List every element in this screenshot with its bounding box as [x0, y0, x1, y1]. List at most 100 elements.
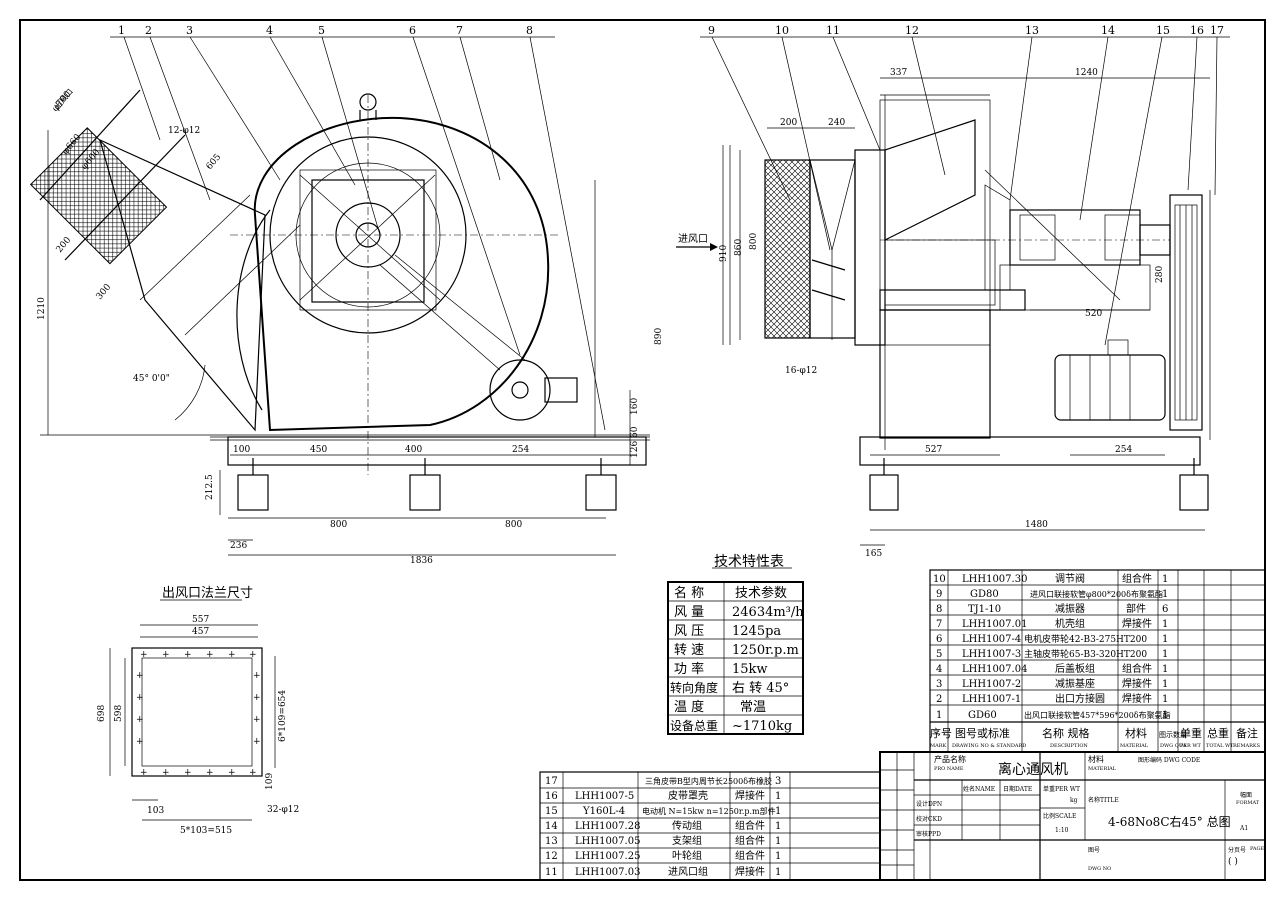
parts-header: 序号 MARK 图号或标准 DRAWING NO & STANDARD 名称 规…	[930, 726, 1261, 749]
part-row-name: 后盖板组	[1055, 662, 1095, 675]
svg-text:+: +	[228, 650, 236, 660]
part-row-code: LHH1007-2	[962, 679, 1021, 690]
date-col: 日期DATE	[1003, 785, 1032, 793]
part-row-name: 三角皮带B型内周节长2500δ布橡胶	[645, 776, 772, 786]
material-label-en: MATERIAL	[1088, 766, 1117, 772]
callout-5: 5	[318, 24, 325, 37]
part-row-code: LHH1007-5	[575, 791, 634, 802]
dim-337: 337	[890, 68, 907, 78]
part-row-material: 部件	[1126, 602, 1146, 615]
header-code-en: DRAWING NO & STANDARD	[952, 743, 1026, 749]
header-name: 名称 规格	[1042, 726, 1090, 740]
flange-109: 109	[265, 773, 275, 790]
callout-2: 2	[145, 24, 152, 37]
part-row-code: LHH1007-1	[962, 694, 1021, 705]
parts-upper-rows: 10 LHH1007.30 调节阀 组合件 1 9 GD80 进风口联接软管φ8…	[933, 572, 1171, 721]
callout-1: 1	[118, 24, 125, 37]
dim-280: 280	[1155, 266, 1165, 283]
side-view-dims: φ700 φ660 φ600 12-φ12 200 300 605 1210 4…	[37, 86, 664, 566]
isolator-2	[409, 474, 441, 511]
part-row-name: 电动机 N=15kw n=1250r.p.m部件	[642, 806, 776, 816]
part-row-material: 组合件	[735, 819, 765, 832]
part-row-code: LHH1007.03	[575, 867, 640, 878]
dim-860: 860	[734, 239, 744, 256]
svg-text:+: +	[253, 737, 261, 747]
part-row-material: 焊接件	[1122, 617, 1152, 630]
svg-text:+: +	[206, 650, 214, 660]
tech-row-value: ~1710kg	[732, 719, 792, 734]
svg-text:+: +	[162, 650, 170, 660]
part-row-name: 皮带罩壳	[668, 789, 708, 802]
part-row-name: 出口方接圆	[1055, 692, 1105, 705]
header-total-wt: 总重	[1207, 726, 1229, 740]
part-row-qty: 1	[775, 867, 781, 878]
tech-row-value: 1250r.p.m	[732, 643, 799, 658]
header-qty-en: DWG QUA	[1160, 743, 1187, 749]
callout-leaders	[110, 36, 1230, 431]
header-no: 序号	[930, 726, 952, 740]
dim-527: 527	[925, 445, 942, 455]
approve-label: 审核PPD	[916, 830, 941, 838]
part-row-code: GD60	[968, 710, 997, 721]
part-row-no: 15	[545, 806, 558, 817]
dwg-code-label: 图形编码 DWG CODE	[1138, 756, 1200, 764]
part-row-name: 机壳组	[1055, 617, 1085, 630]
part-row-code: LHH1007-4	[962, 634, 1021, 645]
dim-236: 236	[230, 541, 247, 551]
dim-800b: 800	[505, 520, 522, 530]
dwgno-label-en: DWG NO	[1088, 866, 1111, 872]
dim-520: 520	[1085, 309, 1102, 319]
part-row-material: 焊接件	[1122, 692, 1152, 705]
header-unit-wt: 单重	[1180, 726, 1202, 740]
part-row-name: 调节阀	[1055, 572, 1085, 585]
dim-400: 400	[405, 445, 422, 455]
page-value: ( )	[1228, 856, 1238, 867]
header-material: 材料	[1125, 726, 1147, 740]
dim-1836: 1836	[410, 556, 433, 566]
inlet-label: 进风口	[678, 233, 708, 245]
dim-holes-front: 16-φ12	[785, 366, 817, 376]
part-row-material: 焊接件	[735, 789, 765, 802]
part-row-no: 16	[545, 791, 558, 802]
drawing-title: 4-68No8C右45° 总图	[1108, 814, 1231, 829]
tech-row-value: 1245pa	[732, 624, 781, 639]
tech-row-name: 转 速	[674, 643, 704, 658]
dim-800a: 800	[330, 520, 347, 530]
dim-1240: 1240	[1075, 68, 1098, 78]
tech-row-name: 功 率	[674, 661, 704, 677]
weight-label: 单重PER WT	[1043, 785, 1080, 793]
isolator-1	[237, 474, 269, 511]
scroll-housing	[253, 116, 550, 432]
part-row-name: 出风口联接软管457*596*200δ布聚氨酯	[1024, 710, 1171, 720]
design-label: 设计DPN	[916, 800, 942, 808]
part-row-material: 组合件	[1122, 662, 1152, 675]
parts-lower-rows: 17 三角皮带B型内周节长2500δ布橡胶 3 16 LHH1007-5 皮带罩…	[545, 776, 781, 878]
flange-outer	[131, 647, 263, 777]
dim-200-front: 200	[780, 118, 797, 128]
header-name-en: DESCRIPTION	[1050, 743, 1088, 749]
flange-holes: ++++++ ++++++ ++++ ++++	[136, 650, 261, 778]
part-row-no: 1	[936, 710, 942, 721]
part-row-name: 主轴皮带轮65-B3-320HT200	[1024, 648, 1147, 660]
svg-text:+: +	[253, 715, 261, 725]
header-code: 图号或标准	[955, 726, 1010, 740]
tech-header-value: 技术参数	[735, 585, 787, 601]
dim-165: 165	[865, 549, 882, 559]
inlet-mesh-flexible	[764, 159, 811, 339]
callout-6: 6	[409, 24, 416, 37]
part-row-code: LHH1007.30	[962, 574, 1027, 585]
callout-14: 14	[1101, 24, 1115, 37]
check-label: 校对CKD	[916, 815, 942, 823]
format-label: 幅面	[1240, 791, 1252, 799]
part-row-qty: 1	[1162, 619, 1168, 630]
part-row-no: 17	[545, 776, 558, 787]
dim-1480: 1480	[1025, 520, 1048, 530]
part-row-code: LHH1007.04	[962, 664, 1027, 675]
flange-holes-label: 32-φ12	[267, 805, 299, 815]
callout-15: 15	[1156, 24, 1170, 37]
parts-list-upper	[929, 569, 1266, 753]
svg-text:+: +	[140, 650, 148, 660]
part-row-no: 10	[933, 574, 946, 585]
